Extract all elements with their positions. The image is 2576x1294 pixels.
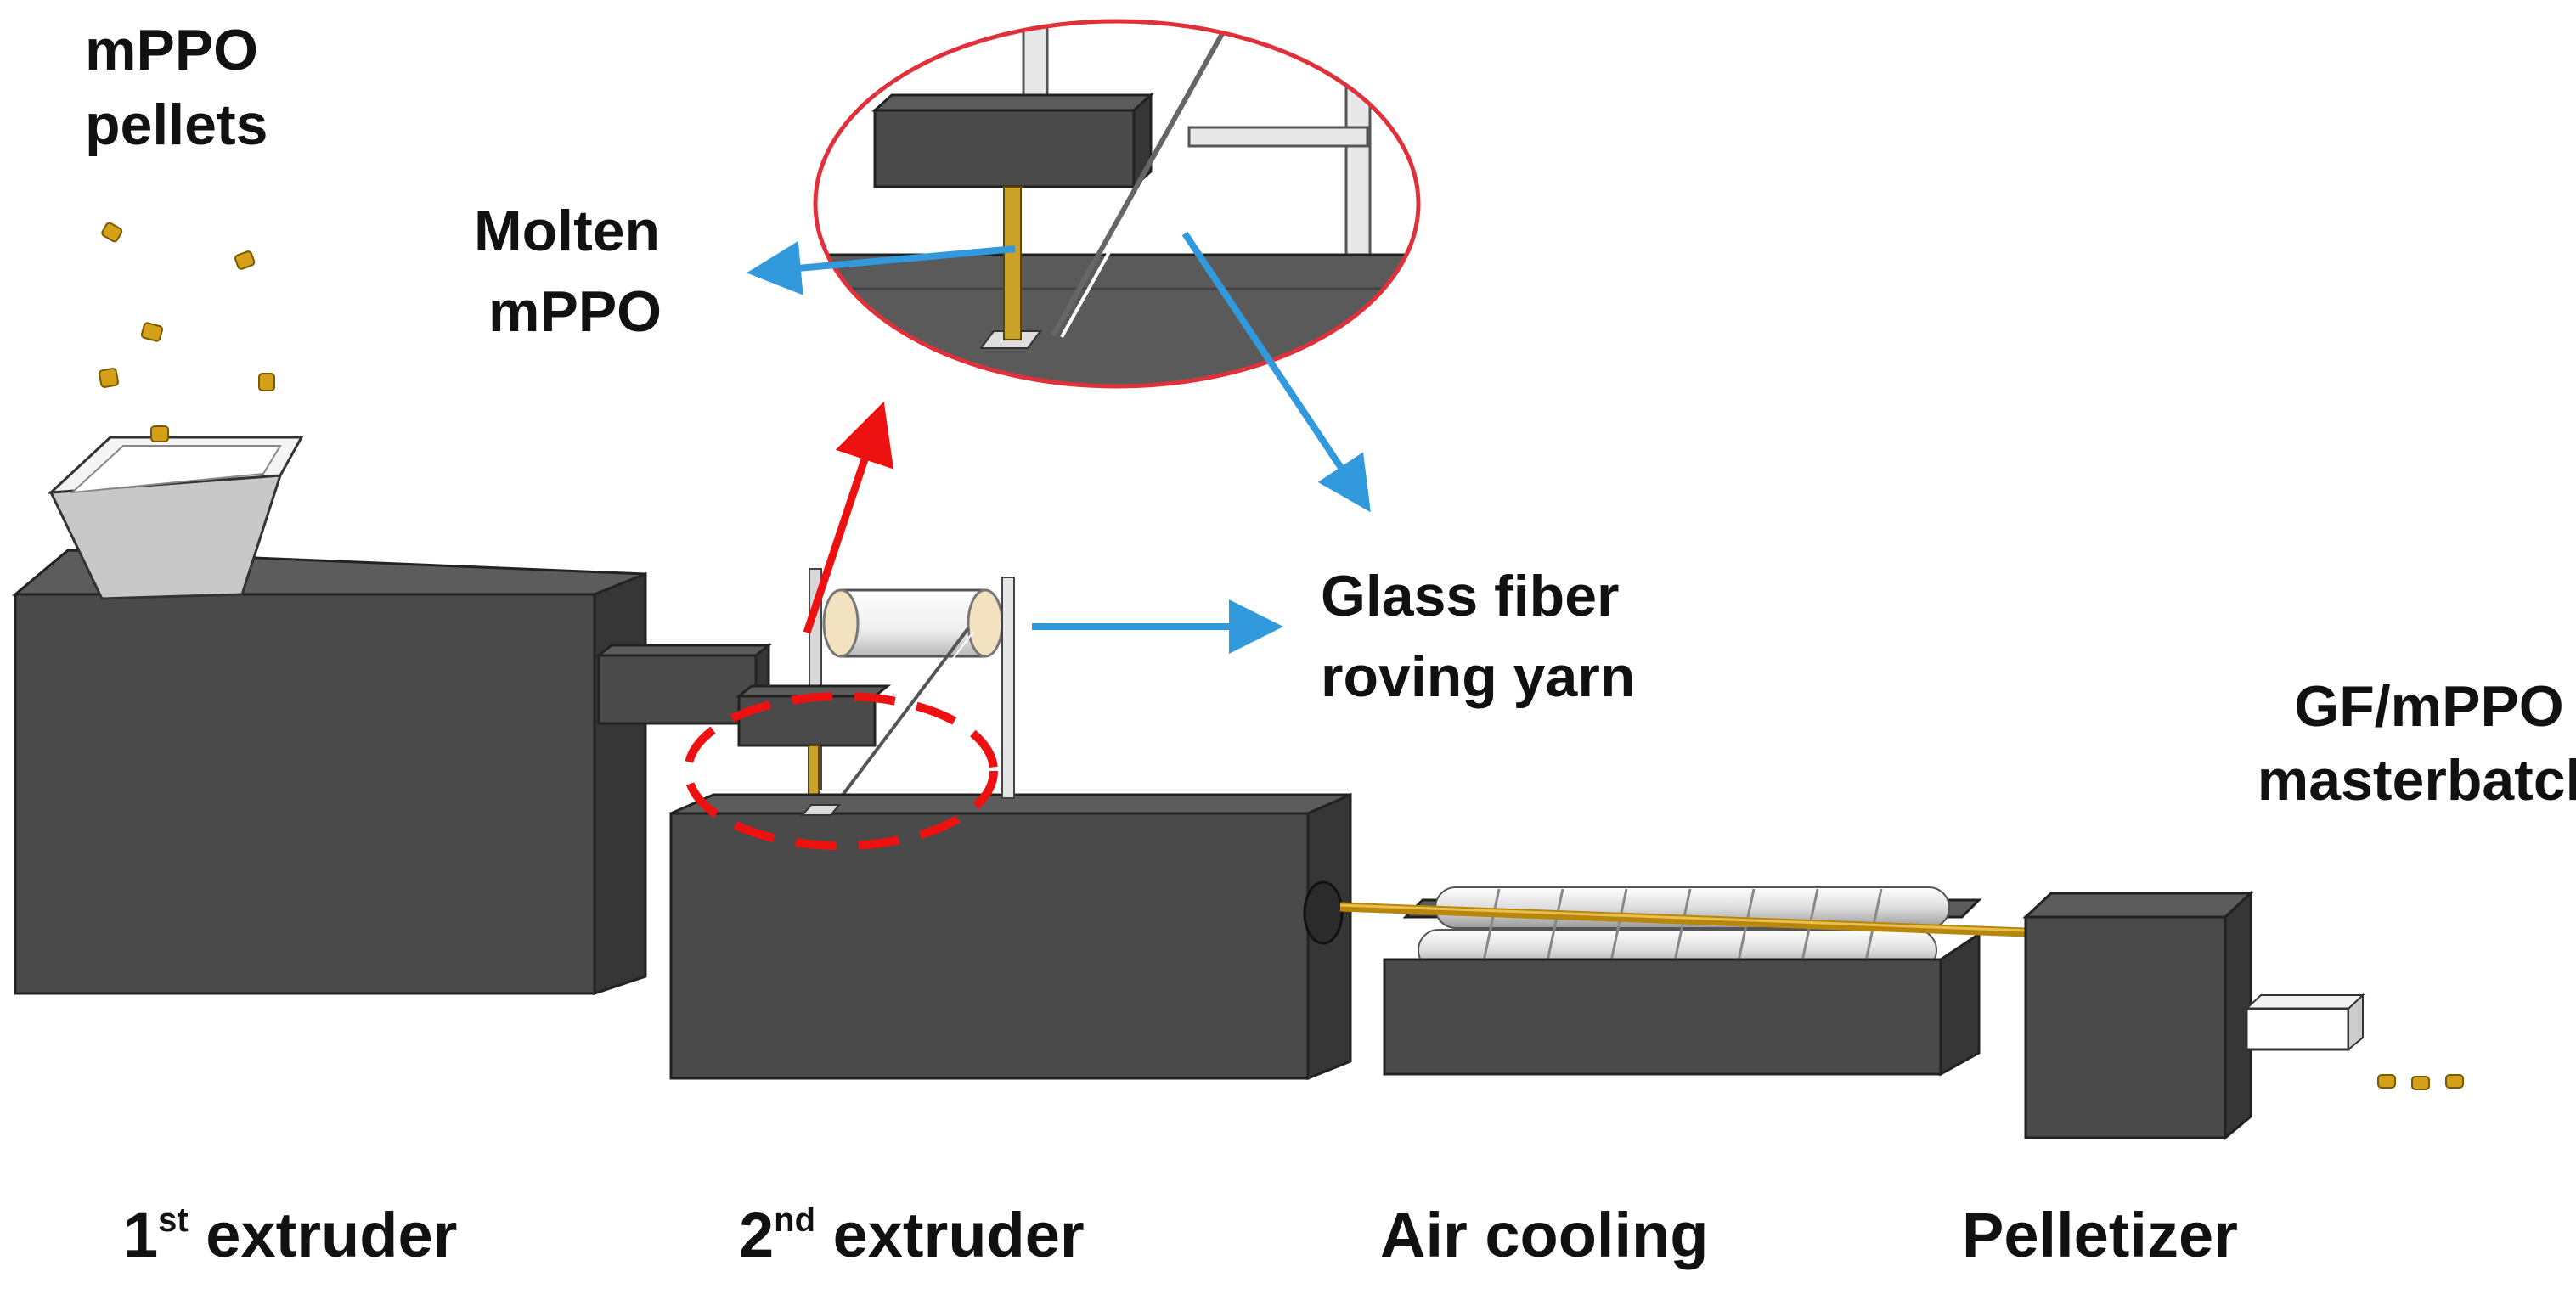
feed-slot: [800, 804, 842, 816]
pellet: [258, 373, 275, 391]
roller-seam: [1735, 888, 1756, 970]
pellet: [2411, 1076, 2430, 1090]
spool-end-right: [967, 588, 1004, 658]
frame-post-front: [1001, 577, 1015, 799]
hopper: [47, 436, 304, 600]
masterbatch-label-line1: GF/mPPO: [2294, 674, 2563, 739]
die-outlet: [1303, 880, 1344, 945]
roller-seam: [1671, 888, 1692, 970]
cooling-tray-side: [1939, 931, 1981, 1077]
pellet: [99, 368, 119, 388]
zoom-glass-fiber: [1060, 21, 1242, 338]
glass-fiber-zoom-arrow: [1181, 231, 1371, 513]
spool-end-left: [822, 588, 860, 658]
pelletizer-top: [2022, 892, 2254, 919]
first-extruder-nozzle: [597, 654, 758, 725]
zoom-frame-bar: [1187, 126, 1369, 148]
first-extruder: [11, 549, 773, 996]
first-extruder-nozzle-top: [595, 644, 773, 657]
pellet: [150, 425, 169, 442]
cooling-tray-front: [1383, 958, 1942, 1076]
zoom-extruder-top: [815, 253, 1418, 386]
pelletizer-front: [2024, 915, 2227, 1139]
zoom-nozzle-top: [871, 93, 1154, 112]
glass-fiber-line: [829, 627, 970, 813]
zoom-detail: [813, 19, 1421, 389]
masterbatch-label-line2: masterbatch: [2258, 748, 2576, 813]
pelletizer-chute-top: [2244, 994, 2365, 1010]
pelletizer-label: Pelletizer: [1962, 1200, 2238, 1270]
pellet: [2377, 1074, 2396, 1089]
air-cooling-label: Air cooling: [1380, 1200, 1708, 1270]
pelletizer-unit: [2022, 890, 2365, 1141]
pellet: [101, 222, 123, 243]
output-pellets: [2377, 1074, 2464, 1090]
first-extruder-label: 1st extruder: [123, 1200, 457, 1270]
pellet: [140, 322, 164, 342]
zoom-border: [813, 19, 1421, 389]
glass-fiber-label-line2: roving yarn: [1321, 644, 1635, 709]
zoom-molten-strand: [1003, 186, 1022, 340]
zoom-glass-fiber: [1051, 21, 1234, 337]
glass-fiber-line: [835, 631, 974, 814]
glass-fiber-spool: [839, 588, 987, 658]
pelletizer-side: [2224, 890, 2252, 1141]
pellet: [2445, 1074, 2464, 1089]
glass-fiber-label-line1: Glass fiber: [1321, 564, 1620, 628]
pelletizer-chute: [2245, 1007, 2350, 1051]
molten-label-line2: mPPO: [488, 279, 662, 344]
highlight-zone: [684, 692, 998, 850]
roller-seam: [1544, 888, 1564, 970]
roller-seam: [1480, 888, 1501, 970]
first-extruder-front: [14, 593, 596, 995]
red-zoom-arrow: [803, 401, 894, 634]
molten-arrow: [747, 240, 1016, 295]
second-extruder-label: 2nd extruder: [739, 1200, 1085, 1270]
molten-label-line1: Molten: [474, 199, 660, 263]
first-extruder-side: [593, 571, 647, 996]
pellets-label-line2: pellets: [85, 93, 268, 157]
pellet: [234, 250, 256, 270]
extruded-strand: [1339, 902, 2026, 937]
second-extruder-front: [669, 812, 1310, 1080]
falling-pellets: [99, 222, 275, 442]
zoom-nozzle: [873, 109, 1136, 188]
second-extruder: [669, 568, 1352, 1081]
pellets-label-line1: mPPO: [85, 18, 258, 82]
pelletizer-chute-side: [2348, 993, 2364, 1052]
hopper-inner: [70, 445, 282, 494]
roller-seam: [1608, 888, 1628, 970]
extruded-strand-highlight: [1339, 903, 2026, 932]
